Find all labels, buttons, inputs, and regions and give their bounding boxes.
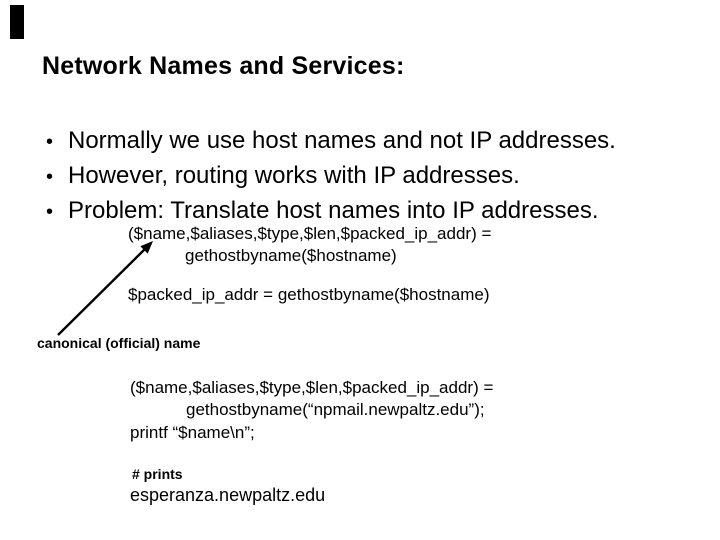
- page-title: Network Names and Services:: [42, 52, 405, 80]
- bullet-marker: •: [46, 166, 54, 188]
- output-hostname-text: esperanza.newpaltz.edu: [130, 485, 326, 505]
- bullet-text: Problem: Translate host names into IP ad…: [68, 197, 599, 224]
- bullet-marker: •: [46, 201, 54, 223]
- bullet-item-2: • However, routing works with IP address…: [46, 162, 520, 190]
- corner-mark: [10, 5, 24, 39]
- code-snippet-1-line-1: ($name,$aliases,$type,$len,$packed_ip_ad…: [128, 224, 492, 243]
- code-snippet-2-line-1: ($name,$aliases,$type,$len,$packed_ip_ad…: [130, 378, 494, 397]
- code-snippet-packed-ip: $packed_ip_addr = gethostbyname($hostnam…: [128, 285, 490, 304]
- bullet-marker: •: [46, 131, 54, 153]
- bullet-item-3: • Problem: Translate host names into IP …: [46, 197, 599, 225]
- bullet-item-1: • Normally we use host names and not IP …: [46, 127, 616, 155]
- code-snippet-2-line-3: printf “$name\n”;: [130, 423, 255, 442]
- bullet-text: However, routing works with IP addresses…: [68, 162, 520, 189]
- code-snippet-1-line-2: gethostbyname($hostname): [185, 246, 397, 265]
- bullet-text: Normally we use host names and not IP ad…: [68, 127, 616, 154]
- code-snippet-2-line-2: gethostbyname(“npmail.newpaltz.edu”);: [186, 400, 485, 419]
- canonical-name-label: canonical (official) name: [37, 335, 201, 351]
- prints-comment-label: # prints: [132, 466, 183, 482]
